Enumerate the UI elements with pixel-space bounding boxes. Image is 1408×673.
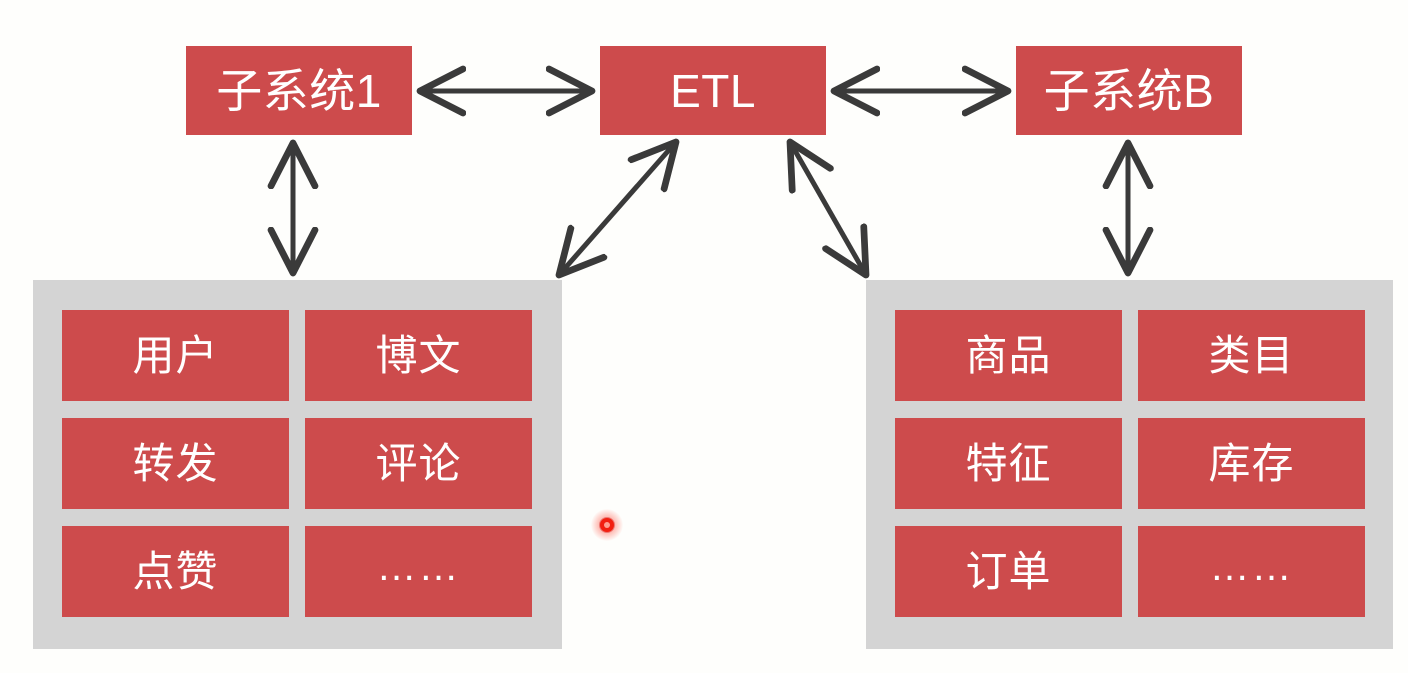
entity-box[interactable]: 博文 <box>305 310 532 401</box>
node-etl[interactable]: ETL <box>600 46 826 135</box>
node-subsystem-b[interactable]: 子系统B <box>1016 46 1242 135</box>
entity-box[interactable]: 点赞 <box>62 526 289 617</box>
entity-box[interactable]: 类目 <box>1138 310 1365 401</box>
entity-box-ellipsis[interactable]: …… <box>305 526 532 617</box>
entity-box[interactable]: 评论 <box>305 418 532 509</box>
entity-box[interactable]: 商品 <box>895 310 1122 401</box>
entity-box[interactable]: 订单 <box>895 526 1122 617</box>
entity-box[interactable]: 用户 <box>62 310 289 401</box>
data-group-right: 商品 类目 特征 库存 订单 …… <box>866 280 1393 649</box>
cursor-center <box>604 522 610 528</box>
connector-etl-rightgroup <box>790 142 866 275</box>
connector-etl-leftgroup <box>559 142 676 275</box>
entity-box[interactable]: 特征 <box>895 418 1122 509</box>
node-subsystem-1[interactable]: 子系统1 <box>186 46 412 135</box>
entity-box[interactable]: 转发 <box>62 418 289 509</box>
data-group-left: 用户 博文 转发 评论 点赞 …… <box>33 280 562 649</box>
entity-grid-left: 用户 博文 转发 评论 点赞 …… <box>62 310 532 618</box>
cursor-click-indicator <box>591 509 623 541</box>
entity-box-ellipsis[interactable]: …… <box>1138 526 1365 617</box>
entity-box[interactable]: 库存 <box>1138 418 1365 509</box>
entity-grid-right: 商品 类目 特征 库存 订单 …… <box>895 310 1365 618</box>
cursor-core <box>600 518 614 532</box>
